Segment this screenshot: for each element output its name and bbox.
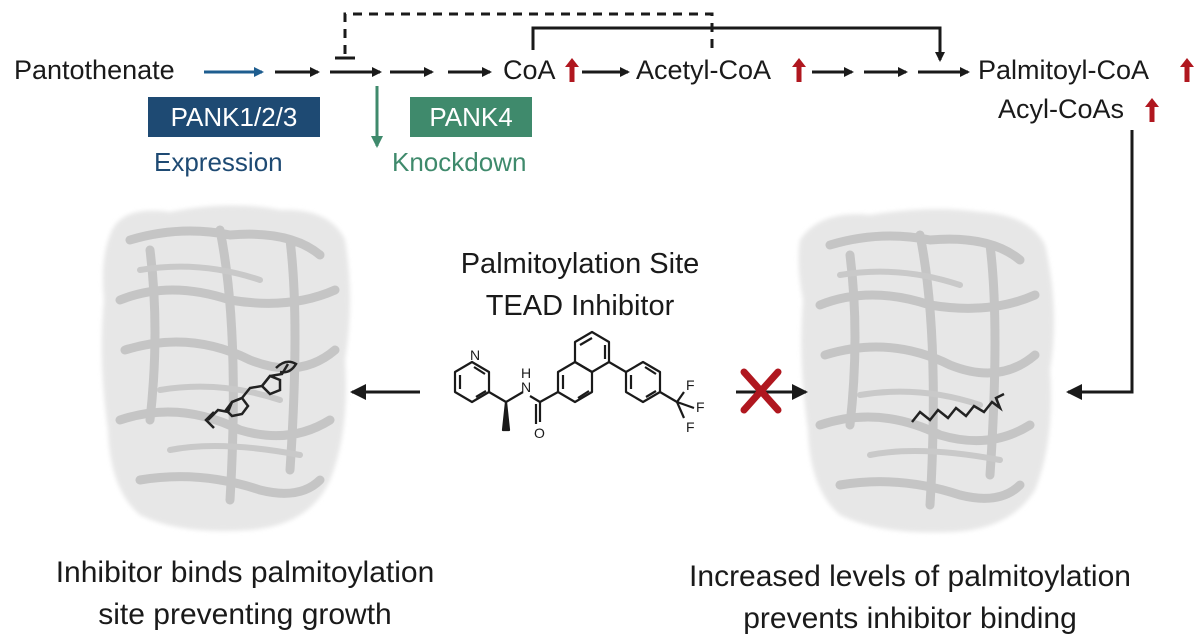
- increase-arrow-acetyl-coa: [792, 58, 806, 82]
- block-x-mark: [740, 368, 782, 414]
- inhibitor-title-line1: Palmitoylation Site: [460, 248, 700, 280]
- feedback-inhibition-line: [343, 12, 714, 58]
- acyl-to-protein-connector: [1066, 130, 1134, 400]
- label-palmitoyl-coa: Palmitoyl-CoA: [978, 55, 1150, 85]
- inhibitor-structure: [453, 330, 695, 432]
- increase-arrow-coa: [565, 58, 579, 82]
- caption-expression: Expression: [154, 147, 283, 177]
- outcome-left-line1: Inhibitor binds palmitoylation: [55, 556, 435, 589]
- outcome-right-line2: prevents inhibitor binding: [743, 602, 1077, 635]
- label-coa: CoA: [503, 55, 556, 85]
- atom-f-2: F: [686, 377, 695, 393]
- increase-arrow-palmitoyl-coa: [1180, 58, 1194, 82]
- inhibitor-title-line2: TEAD Inhibitor: [485, 290, 675, 322]
- coa-to-palmitoyl-connector: [531, 26, 945, 62]
- palmitoyl-chain-ligand: [911, 392, 1005, 423]
- outcome-right-line1: Increased levels of palmitoylation: [689, 560, 1131, 593]
- bound-inhibitor-ligand: [204, 360, 298, 429]
- protein-structure-right: [798, 209, 1054, 533]
- atom-f-1: F: [696, 399, 705, 415]
- atom-n-pyridine: N: [470, 347, 480, 363]
- label-acetyl-coa: Acetyl-CoA: [636, 55, 772, 85]
- badge-pank4: PANK4: [410, 97, 532, 137]
- caption-knockdown: Knockdown: [392, 147, 527, 177]
- inhibitor-atom-labels: N N H O F F F: [470, 347, 705, 441]
- badge-pank123: PANK1/2/3: [148, 97, 320, 137]
- outcome-left-line2: site preventing growth: [98, 598, 392, 631]
- protein-structure-left: [101, 205, 350, 532]
- atom-h-amide: H: [521, 365, 531, 381]
- label-acyl-coas: Acyl-CoAs: [998, 94, 1125, 124]
- atom-o: O: [534, 425, 545, 441]
- atom-n-amide: N: [521, 379, 531, 395]
- increase-arrow-acyl-coas: [1145, 98, 1159, 122]
- atom-f-3: F: [686, 419, 695, 435]
- label-pantothenate: Pantothenate: [14, 55, 175, 85]
